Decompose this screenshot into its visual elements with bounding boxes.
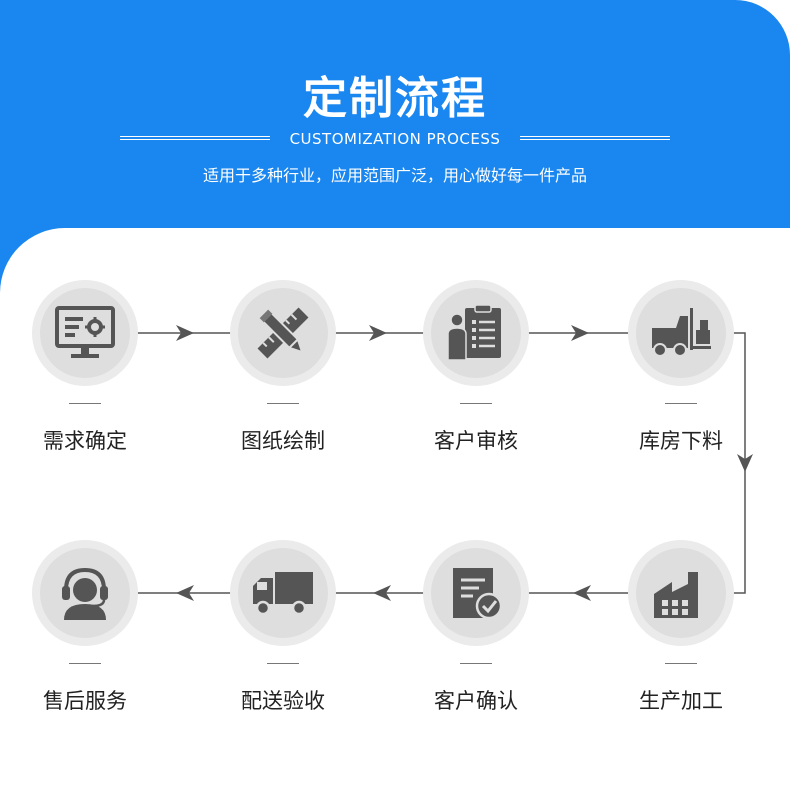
subtitle-divider-right <box>520 136 670 140</box>
tagline: 适用于多种行业，应用范围广泛，用心做好每一件产品 <box>202 166 587 185</box>
headset-support-icon <box>62 567 108 620</box>
subtitle: CUSTOMIZATION PROCESS <box>289 130 501 148</box>
arrow-down-icon <box>737 454 753 472</box>
step-label: 客户确认 <box>434 689 518 713</box>
arrow-left-icon <box>573 585 591 601</box>
divider <box>665 663 697 664</box>
step-label: 售后服务 <box>43 689 127 713</box>
subtitle-row: CUSTOMIZATION PROCESS <box>120 128 670 150</box>
monitor-settings-icon <box>55 306 115 358</box>
divider <box>69 403 101 404</box>
arrow-right-icon <box>571 325 589 341</box>
pencil-ruler-icon <box>257 307 309 359</box>
step-label: 需求确定 <box>43 429 127 453</box>
arrow-left-icon <box>176 585 194 601</box>
forklift-icon <box>652 308 711 357</box>
page-title: 定制流程 <box>303 73 487 124</box>
arrow-left-icon <box>373 585 391 601</box>
factory-icon <box>654 572 698 618</box>
step-label: 客户审核 <box>434 429 518 453</box>
divider <box>665 403 697 404</box>
divider <box>460 663 492 664</box>
delivery-truck-icon <box>253 572 313 616</box>
arrow-right-icon <box>369 325 387 341</box>
divider <box>460 403 492 404</box>
clipboard-person-icon <box>447 304 501 361</box>
divider <box>267 403 299 404</box>
step-label: 配送验收 <box>241 689 325 713</box>
divider <box>267 663 299 664</box>
step-label: 图纸绘制 <box>241 429 325 453</box>
subtitle-divider-left <box>120 136 270 140</box>
step-label: 生产加工 <box>639 689 723 713</box>
step-label: 库房下料 <box>639 429 723 453</box>
divider <box>69 663 101 664</box>
arrow-right-icon <box>176 325 194 341</box>
document-check-icon <box>453 568 503 620</box>
